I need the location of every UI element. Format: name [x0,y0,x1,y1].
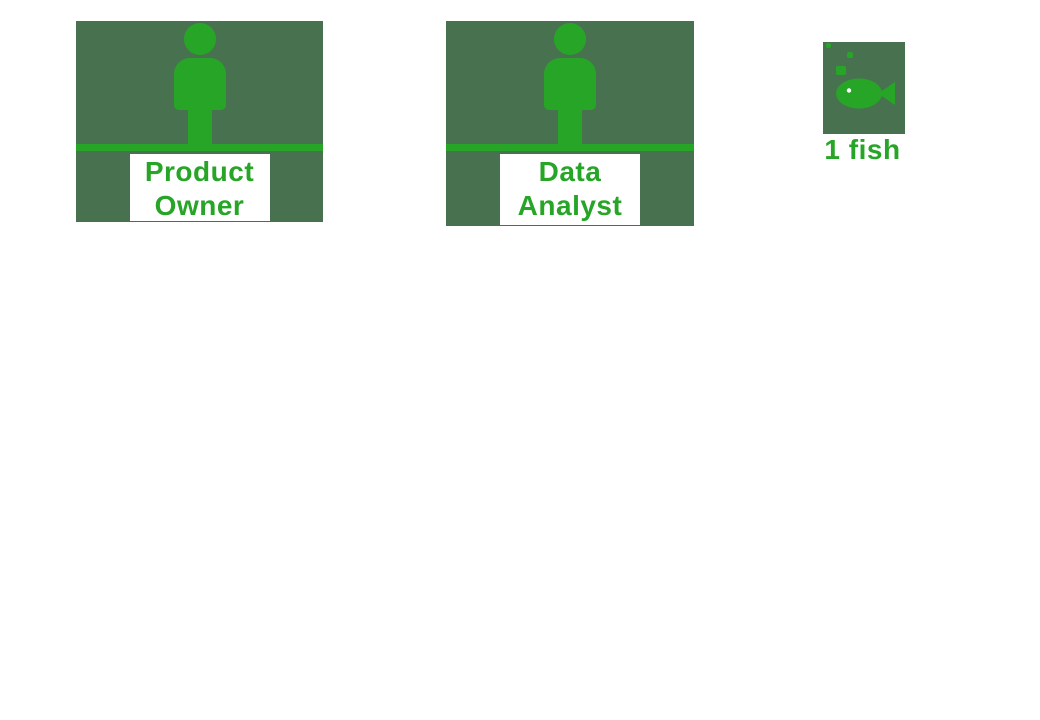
shape-data-analyst[interactable]: Data Analyst [446,21,694,226]
ground-line [76,144,323,151]
shape-label-plate: Product Owner [129,154,270,221]
label-line-2: Analyst [517,190,623,221]
shape-label-plate: Data Analyst [500,154,640,225]
person-torso [173,58,226,110]
fish-label-plate: 1 fish [813,134,912,166]
bubble-icon [836,66,846,75]
shape-product-owner[interactable]: Product Owner [76,21,323,222]
bubble-icon [847,52,853,58]
person-icon [76,21,323,222]
label-line-1: Data [538,156,602,187]
fish-label: 1 fish [824,134,901,165]
person-icon [446,21,694,226]
ground-line [446,144,694,151]
person-torso [544,58,596,110]
label-line-2: Owner [154,190,245,221]
bubble-icon [826,43,831,48]
person-head [183,23,216,55]
fish-icon [836,78,895,109]
label-line-1: Product [144,156,255,187]
person-head [554,23,586,55]
